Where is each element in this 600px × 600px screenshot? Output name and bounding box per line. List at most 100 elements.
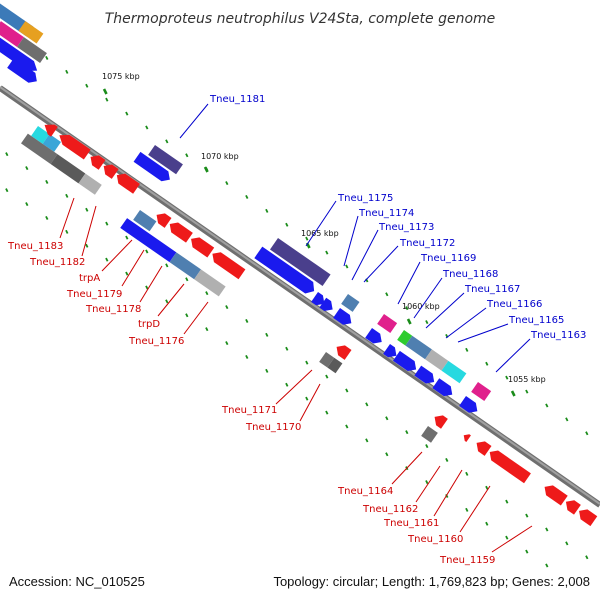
gene-label-forward[interactable]: Tneu_1175: [337, 193, 393, 204]
gene-label-reverse[interactable]: Tneu_1182: [29, 257, 85, 268]
gene-label-forward[interactable]: Tneu_1173: [378, 222, 434, 233]
gene-feature[interactable]: [56, 130, 91, 160]
gene-feature[interactable]: [120, 218, 177, 263]
gene-feature[interactable]: [0, 21, 24, 47]
gene-feature[interactable]: [563, 497, 581, 515]
gene-feature[interactable]: [383, 344, 400, 361]
gene-feature[interactable]: [333, 342, 352, 360]
gene-feature[interactable]: [7, 58, 40, 86]
gene-feature[interactable]: [431, 412, 448, 429]
gene-feature[interactable]: [254, 246, 318, 297]
gene-feature[interactable]: [18, 21, 44, 44]
gene-feature[interactable]: [42, 133, 61, 152]
gene-label-reverse[interactable]: Tneu_1179: [66, 289, 122, 300]
gene-feature[interactable]: [311, 292, 328, 309]
gene-feature[interactable]: [541, 482, 568, 506]
gene-feature[interactable]: [365, 328, 385, 347]
gene-feature[interactable]: [459, 396, 481, 416]
gene-feature[interactable]: [50, 154, 86, 184]
gene-label-reverse[interactable]: Tneu_1159: [439, 555, 495, 566]
gene-feature[interactable]: [461, 432, 471, 442]
scale-tick: [445, 457, 449, 462]
gene-feature[interactable]: [341, 294, 360, 312]
scale-tick: [205, 327, 209, 332]
gene-label-forward[interactable]: Tneu_1168: [442, 269, 498, 280]
gene-label-reverse[interactable]: Tneu_1171: [221, 405, 277, 416]
gene-feature[interactable]: [576, 506, 598, 527]
gene-feature[interactable]: [405, 335, 432, 360]
gene-feature[interactable]: [0, 31, 41, 76]
gene-label-reverse[interactable]: Tneu_1161: [383, 518, 439, 529]
gene-feature[interactable]: [153, 210, 172, 228]
gene-label-reverse[interactable]: Tneu_1176: [128, 336, 184, 347]
gene-label-forward[interactable]: Tneu_1174: [358, 208, 414, 219]
gene-feature[interactable]: [0, 0, 34, 37]
scale-tick: [305, 236, 309, 241]
gene-feature[interactable]: [471, 382, 492, 401]
gene-feature[interactable]: [133, 151, 174, 185]
gene-feature[interactable]: [148, 145, 183, 175]
gene-label-reverse[interactable]: Tneu_1170: [245, 422, 301, 433]
gene-label-forward[interactable]: Tneu_1165: [508, 315, 564, 326]
gene-feature[interactable]: [425, 349, 449, 371]
gene-feature[interactable]: [327, 357, 343, 374]
scale-ticks: [5, 42, 589, 568]
gene-feature[interactable]: [441, 360, 467, 384]
gene-feature[interactable]: [188, 234, 215, 258]
gene-label-forward[interactable]: Tneu_1166: [486, 299, 542, 310]
gene-feature[interactable]: [333, 308, 355, 328]
gene-feature[interactable]: [270, 238, 331, 287]
gene-label-reverse[interactable]: Tneu_1164: [337, 486, 393, 497]
gene-label-forward[interactable]: Tneu_1181: [209, 94, 265, 105]
scale-tick: [65, 193, 69, 198]
scale-tick: [465, 471, 469, 476]
gene-label-forward[interactable]: Tneu_1163: [530, 330, 586, 341]
gene-feature[interactable]: [209, 249, 246, 280]
gene-feature[interactable]: [113, 170, 140, 194]
gene-feature[interactable]: [432, 378, 455, 399]
scale-tick: [325, 374, 329, 379]
scale-major-tick: [203, 166, 209, 173]
gene-feature[interactable]: [41, 120, 58, 137]
scale-tick: [45, 55, 49, 60]
gene-feature[interactable]: [486, 447, 531, 484]
gene-feature[interactable]: [473, 438, 492, 456]
scale-tick: [505, 375, 509, 380]
gene-feature[interactable]: [21, 133, 58, 164]
gene-label-reverse[interactable]: Tneu_1162: [362, 504, 418, 515]
scale-label: 1055 kbp: [508, 375, 546, 384]
gene-feature[interactable]: [393, 350, 420, 375]
gene-label-forward[interactable]: Tneu_1167: [464, 284, 520, 295]
gene-feature[interactable]: [194, 269, 226, 297]
gene-label-forward[interactable]: Tneu_1169: [420, 253, 476, 264]
gene-feature[interactable]: [17, 37, 47, 63]
gene-feature[interactable]: [319, 352, 335, 368]
gene-feature[interactable]: [166, 219, 193, 243]
gene-feature[interactable]: [100, 161, 119, 179]
scale-tick: [225, 341, 229, 346]
scale-tick: [65, 69, 69, 74]
gene-label-reverse[interactable]: Tneu_1183: [7, 241, 63, 252]
gene-feature[interactable]: [377, 314, 398, 333]
gene-label-reverse[interactable]: Tneu_1160: [407, 534, 463, 545]
scale-tick: [485, 521, 489, 526]
gene-feature[interactable]: [397, 330, 413, 346]
gene-feature[interactable]: [169, 252, 201, 280]
gene-feature[interactable]: [319, 297, 336, 315]
scale-tick: [85, 207, 89, 212]
gene-feature[interactable]: [414, 365, 437, 387]
forward-leader-lines: [179, 103, 531, 373]
gene-label-forward[interactable]: Tneu_1172: [399, 238, 455, 249]
gene-label-reverse[interactable]: Tneu_1178: [85, 304, 141, 315]
gene-feature[interactable]: [31, 126, 50, 144]
gene-feature[interactable]: [87, 152, 106, 170]
scale-tick: [265, 208, 269, 213]
gene-feature[interactable]: [421, 426, 438, 443]
gene-label-reverse[interactable]: trpD: [138, 319, 160, 330]
gene-label-reverse[interactable]: trpA: [79, 273, 100, 284]
scale-tick: [585, 555, 589, 560]
gene-feature[interactable]: [78, 173, 102, 195]
scale-tick: [425, 480, 429, 485]
gene-feature[interactable]: [133, 210, 157, 232]
scale-tick: [85, 243, 89, 248]
